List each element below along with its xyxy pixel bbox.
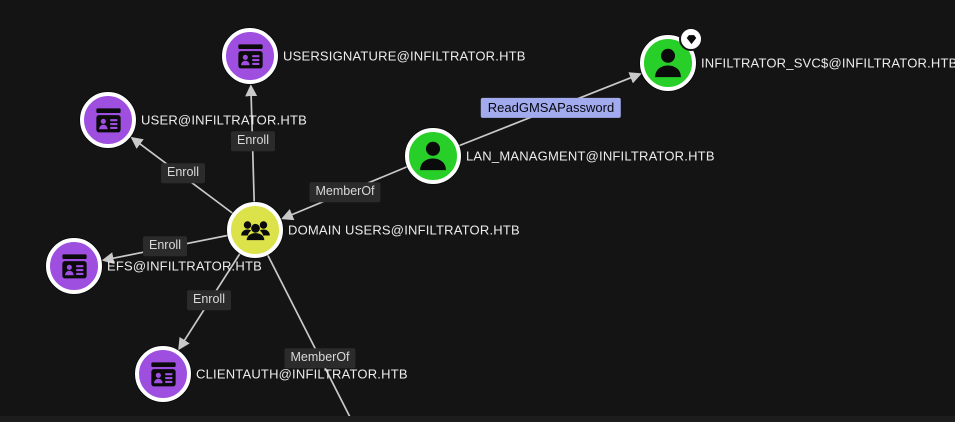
canvas-bottom-edge <box>0 416 955 422</box>
node-label-infiltrator_svc: INFILTRATOR_SVC$@INFILTRATOR.HTB <box>701 55 955 71</box>
node-label-user: USER@INFILTRATOR.HTB <box>141 112 307 128</box>
edge-label-enroll[interactable]: Enroll <box>161 163 205 183</box>
gem-icon <box>685 33 698 46</box>
person-icon <box>415 138 451 174</box>
node-label-clientauth: CLIENTAUTH@INFILTRATOR.HTB <box>196 366 408 382</box>
edge-label-enroll[interactable]: Enroll <box>143 236 187 256</box>
edge-label-enroll[interactable]: Enroll <box>231 131 275 151</box>
edge-label-memberof[interactable]: MemberOf <box>284 348 356 368</box>
edge-label-enroll[interactable]: Enroll <box>187 290 231 310</box>
tier-zero-badge <box>679 27 703 51</box>
node-efs[interactable] <box>46 238 102 294</box>
node-infiltrator_svc[interactable] <box>640 27 703 91</box>
node-domain_users[interactable] <box>227 202 283 258</box>
node-user[interactable] <box>80 92 136 148</box>
person-icon <box>650 45 686 81</box>
node-usersignature[interactable] <box>222 28 278 84</box>
id-card-icon <box>235 41 266 72</box>
edge-label-readgmsapassword[interactable]: ReadGMSAPassword <box>480 97 622 119</box>
node-label-domain_users: DOMAIN USERS@INFILTRATOR.HTB <box>288 222 520 238</box>
node-clientauth[interactable] <box>135 346 191 402</box>
node-lan_managment[interactable] <box>405 128 461 184</box>
node-label-usersignature: USERSIGNATURE@INFILTRATOR.HTB <box>283 48 526 64</box>
id-card-icon <box>93 105 124 136</box>
node-label-efs: EFS@INFILTRATOR.HTB <box>107 258 262 274</box>
edge-line-memberof[interactable] <box>254 229 385 422</box>
id-card-icon <box>59 251 90 282</box>
node-label-lan_managment: LAN_MANAGMENT@INFILTRATOR.HTB <box>466 148 715 164</box>
edge-label-memberof[interactable]: MemberOf <box>309 182 381 202</box>
people-group-icon <box>239 214 272 247</box>
id-card-icon <box>148 359 179 390</box>
